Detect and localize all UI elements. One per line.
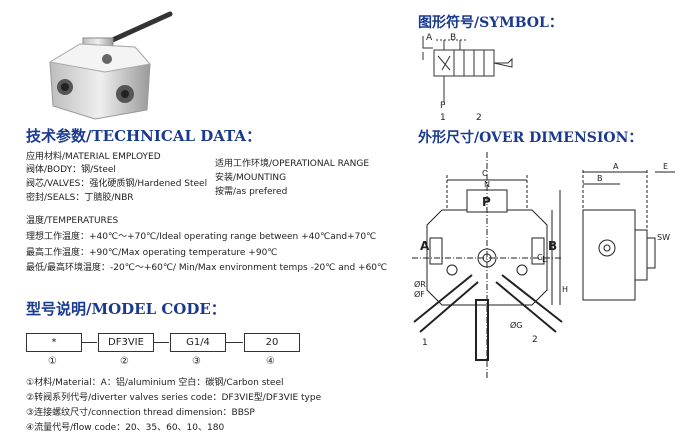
dimension-front-view: C N P A B ØR ØF ØG L H C 1 2 [412, 152, 568, 380]
dim-h: H [562, 285, 568, 294]
ideal-temp: 理想工作温度：+40℃～+70℃/Ideal operating range b… [26, 232, 377, 242]
hydraulic-symbol: A B P 1 2 [422, 33, 513, 123]
mounting-value: 按需/as prefered [215, 187, 288, 197]
symbol-1: 1 [440, 113, 446, 123]
symbol-2: 2 [476, 113, 482, 123]
dimension-heading: 外形尺寸/OVER DIMENSION： [418, 130, 643, 146]
code-box-thread: G1/4 [170, 333, 226, 352]
dim-side-b: B [548, 239, 557, 253]
mounting-label: 安装/MOUNTING [215, 173, 287, 183]
dim-cv: C [537, 253, 543, 262]
code-box-series: DF3VIE [98, 333, 154, 352]
valves-text: 阀芯/VALVES：强化硬质钢/Hardened Steel [26, 179, 208, 189]
dim-l1: 1 [422, 338, 428, 348]
dim-n: N [484, 180, 490, 189]
dim-c: C [482, 169, 488, 178]
code-note: ④流量代号/flow code：20、35、60、10、180 [26, 423, 225, 433]
dim-e: E [663, 162, 668, 171]
dim-p: P [482, 195, 491, 209]
top-a: A [613, 162, 619, 171]
dim-g: ØG [510, 320, 523, 330]
model-code-heading: 型号说明/MODEL CODE： [26, 300, 226, 318]
max-temp: 最高工作温度：+90℃/Max operating temperature +9… [26, 248, 278, 258]
temps-label: 温度/TEMPERATURES [26, 216, 119, 226]
symbol-a: A [426, 33, 433, 43]
dim-sw: SW [657, 233, 670, 242]
code-num: ④ [266, 356, 275, 367]
symbol-p: P [440, 101, 446, 111]
dim-side-a: A [420, 239, 430, 253]
valve-photo [48, 11, 173, 120]
symbol-b: B [450, 33, 456, 43]
code-num: ② [120, 356, 129, 367]
code-note: ①材料/Material：A：铝/aluminium 空白：碳钢/Carbon … [26, 378, 284, 388]
code-num: ① [48, 356, 57, 367]
code-note: ②转阀系列代号/diverter valves series code：DF3V… [26, 393, 322, 403]
dim-l2: 2 [532, 335, 538, 345]
dim-r: ØR [414, 279, 426, 289]
code-num: ③ [192, 356, 201, 367]
code-dash [81, 342, 97, 343]
body-text: 阀体/BODY：钢/Steel [26, 165, 116, 175]
code-box-material: * [26, 333, 82, 352]
minmax-temp: 最低/最高环境温度：-20℃～+60℃/ Min/Max environment… [26, 263, 388, 273]
symbol-heading: 图形符号/SYMBOL： [418, 15, 563, 31]
code-box-flow: 20 [244, 333, 300, 352]
dimension-side-view: A B E SW [582, 162, 675, 301]
dim-f: ØF [414, 289, 425, 299]
seals-text: 密封/SEALS：丁腈胶/NBR [26, 193, 134, 203]
material-label: 应用材料/MATERIAL EMPLOYED [26, 152, 161, 162]
dim-l: L [542, 255, 547, 264]
code-dash [225, 342, 243, 343]
code-note: ③连接螺纹尺寸/connection thread dimension：BBSP [26, 408, 255, 418]
code-dash [153, 342, 169, 343]
env-label: 适用工作环境/OPERATIONAL RANGE [215, 159, 370, 169]
technical-data-heading: 技术参数/TECHNICAL DATA： [26, 127, 262, 145]
top-b: B [597, 174, 603, 183]
